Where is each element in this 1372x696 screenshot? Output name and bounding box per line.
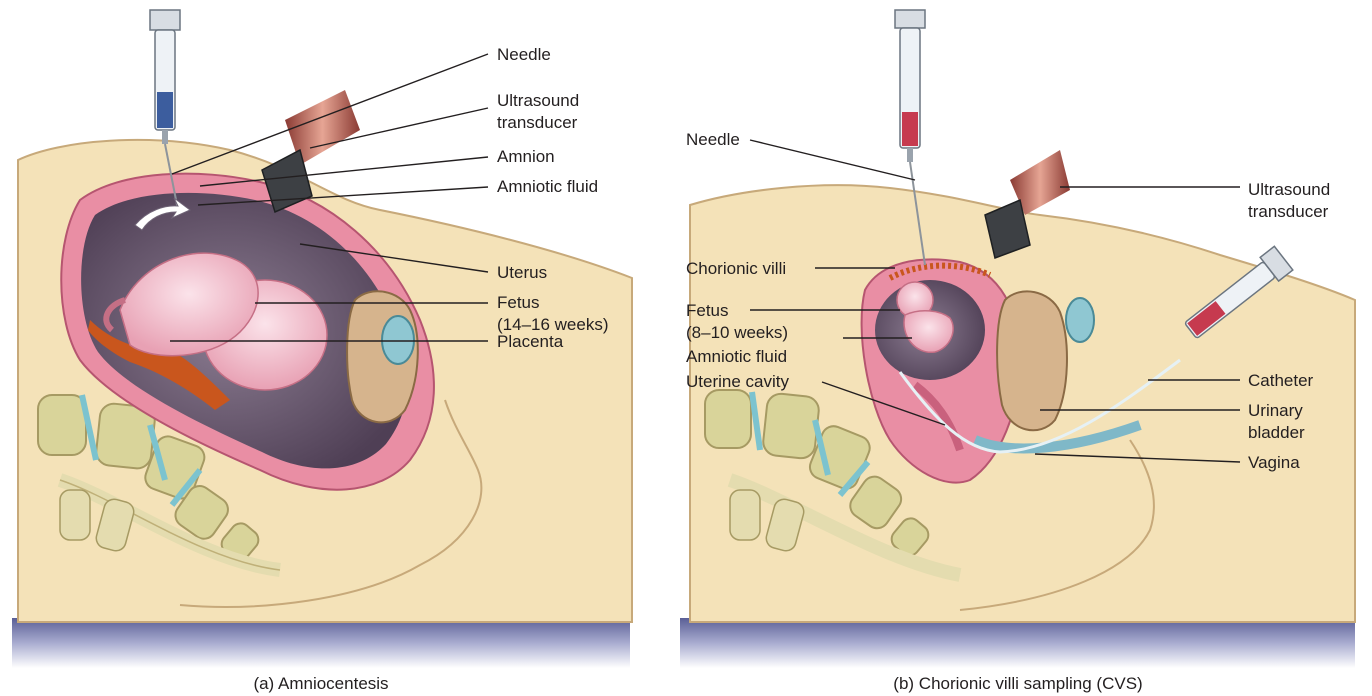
label-uterine-cavity-b: Uterine cavity: [686, 372, 789, 391]
label-amnion-a: Amnion: [497, 147, 555, 166]
table-surface-b: [680, 618, 1355, 668]
bone-section-a: [382, 316, 414, 364]
label-urinary-b-line2: bladder: [1248, 423, 1305, 442]
label-catheter-b: Catheter: [1248, 371, 1314, 390]
label-uterus-a: Uterus: [497, 263, 547, 282]
label-fetus-a-line1: Fetus: [497, 293, 540, 312]
label-ultrasound-a-line1: Ultrasound: [497, 91, 579, 110]
label-ultrasound-b-line2: transducer: [1248, 202, 1329, 221]
panel-amniocentesis: Needle Ultrasound transducer Amnion Amni…: [12, 10, 632, 693]
label-needle-b: Needle: [686, 130, 740, 149]
label-amniotic-fluid-a: Amniotic fluid: [497, 177, 598, 196]
label-urinary-b-line1: Urinary: [1248, 401, 1303, 420]
panel-cvs: Needle Ultrasound transducer Chorionic v…: [680, 10, 1355, 693]
label-amniotic-fluid-b: Amniotic fluid: [686, 347, 787, 366]
label-fetus-b-line2: (8–10 weeks): [686, 323, 788, 342]
caption-a: (a) Amniocentesis: [253, 674, 388, 693]
table-surface-a: [12, 618, 630, 668]
bone-section-b: [1066, 298, 1094, 342]
caption-b: (b) Chorionic villi sampling (CVS): [893, 674, 1142, 693]
label-chorionic-villi-b: Chorionic villi: [686, 259, 786, 278]
label-placenta-a: Placenta: [497, 332, 564, 351]
label-needle-a: Needle: [497, 45, 551, 64]
label-vagina-b: Vagina: [1248, 453, 1300, 472]
label-ultrasound-a-line2: transducer: [497, 113, 578, 132]
label-fetus-b-line1: Fetus: [686, 301, 729, 320]
label-ultrasound-b-line1: Ultrasound: [1248, 180, 1330, 199]
